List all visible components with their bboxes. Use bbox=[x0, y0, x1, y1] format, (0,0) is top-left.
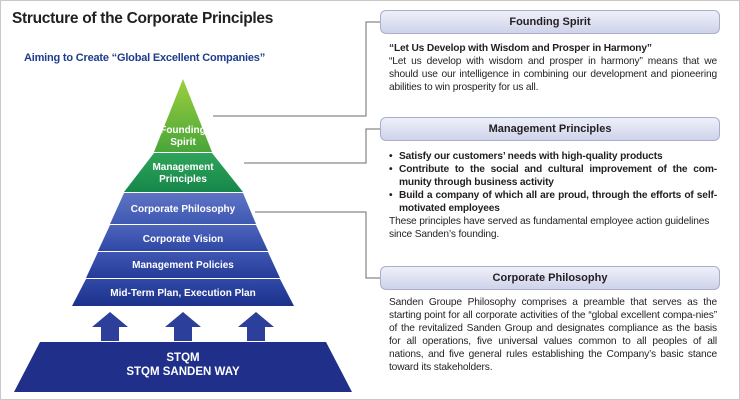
tier-corporate-philosophy bbox=[110, 193, 256, 224]
up-arrow-icon bbox=[238, 312, 274, 341]
principle-item: Contribute to the social and cultural im… bbox=[389, 163, 717, 189]
management-principles-header: Management Principles bbox=[380, 117, 720, 141]
tier-label-corporate-philosophy: Corporate Philosophy bbox=[131, 204, 236, 215]
connector-corporate-philosophy bbox=[255, 211, 380, 279]
up-arrow-icon bbox=[165, 312, 201, 341]
tier-founding-spirit bbox=[154, 79, 212, 152]
founding-spirit-header: Founding Spirit bbox=[380, 10, 720, 34]
connector-lines bbox=[213, 21, 380, 279]
connector-founding-spirit bbox=[213, 21, 380, 117]
principle-item: Satisfy our customers’ needs with high-q… bbox=[389, 150, 717, 163]
principle-item: Build a company of which all are proud, … bbox=[389, 189, 717, 215]
management-principles-list: Satisfy our customers’ needs with high-q… bbox=[389, 150, 717, 215]
page-title: Structure of the Corporate Principles bbox=[12, 10, 274, 27]
tier-management-policies bbox=[86, 252, 280, 278]
founding-spirit-content: “Let Us Develop with Wisdom and Prosper … bbox=[389, 42, 717, 94]
tier-label-mid-term-plan: Mid-Term Plan, Execution Plan bbox=[110, 288, 255, 299]
stqm-base bbox=[14, 342, 352, 392]
connector-management-principles bbox=[244, 128, 380, 164]
founding-spirit-slogan: “Let Us Develop with Wisdom and Prosper … bbox=[389, 43, 652, 54]
up-arrow-icon bbox=[92, 312, 128, 341]
tier-mid-term-plan bbox=[72, 279, 294, 306]
diagram-subtitle: Aiming to Create “Global Excellent Compa… bbox=[24, 52, 265, 64]
management-principles-note: These principles have served as fundamen… bbox=[389, 216, 710, 240]
tier-corporate-vision bbox=[98, 225, 268, 251]
corporate-philosophy-header: Corporate Philosophy bbox=[380, 266, 720, 290]
tier-label-corporate-vision: Corporate Vision bbox=[143, 234, 223, 245]
founding-spirit-body: “Let us develop with wisdom and prosper … bbox=[389, 56, 717, 93]
tier-label-management-policies: Management Policies bbox=[132, 260, 234, 271]
corporate-philosophy-body: Sanden Groupe Philosophy comprises a pre… bbox=[389, 297, 717, 373]
management-principles-content: Satisfy our customers’ needs with high-q… bbox=[389, 150, 717, 241]
tier-management-principles bbox=[124, 153, 243, 192]
